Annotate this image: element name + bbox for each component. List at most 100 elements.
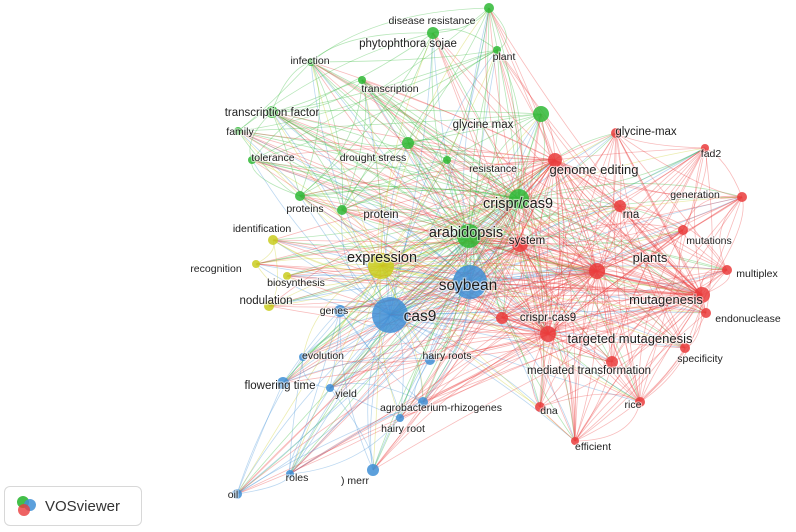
link-dna-rice <box>539 393 641 408</box>
node-hairy-roots[interactable] <box>425 355 435 365</box>
link-resistance-tolerance <box>251 159 448 170</box>
link-genome-editing-mediated-transformation <box>554 159 613 363</box>
node-infection[interactable] <box>307 58 315 66</box>
link-targeted-mutagenesis-glycine-max <box>531 113 549 335</box>
node-genes[interactable] <box>334 305 346 317</box>
link-expression-endonuclease <box>380 265 707 314</box>
link-expression-transcription <box>361 79 382 267</box>
link-evolution-oil <box>236 356 304 495</box>
node-rice[interactable] <box>635 397 645 407</box>
link-plant-tolerance <box>251 49 498 161</box>
node-biosynthesis[interactable] <box>283 272 291 280</box>
link-targeted-mutagenesis-recognition <box>255 263 549 335</box>
node-transcription-factor[interactable] <box>266 106 278 118</box>
node-identification[interactable] <box>268 235 278 245</box>
node-agrobacterium-rhizogenes[interactable] <box>418 397 428 407</box>
node-fad2[interactable] <box>701 144 709 152</box>
node-genome-editing[interactable] <box>548 153 562 167</box>
node-evolution[interactable] <box>299 353 307 361</box>
label-drought-stress: drought stress <box>340 152 407 164</box>
link-crispr-cas9-infection <box>310 61 520 200</box>
node-drought-stress[interactable] <box>402 137 414 149</box>
link-fad2-targeted-mutagenesis <box>547 147 706 335</box>
link-system-protein <box>341 209 521 245</box>
link-expression-glycine-max-2 <box>380 132 617 267</box>
node-multiplex[interactable] <box>722 265 732 275</box>
node-dna[interactable] <box>535 402 545 412</box>
node-proteins[interactable] <box>295 191 305 201</box>
node-glycine-max-2[interactable] <box>611 128 621 138</box>
node-generation[interactable] <box>737 192 747 202</box>
node-mutagenesis[interactable] <box>694 287 710 303</box>
link-arabidopsis-oil <box>236 235 470 495</box>
node-efficient[interactable] <box>571 437 579 445</box>
link-cas9-dna <box>389 314 541 408</box>
link-crispr-cas9-2-multiplex <box>501 269 728 319</box>
node-crispr-cas9-2[interactable] <box>496 312 508 324</box>
node-plants[interactable] <box>589 263 605 279</box>
node-family[interactable] <box>234 127 242 135</box>
node-recognition[interactable] <box>252 260 260 268</box>
link-glycine-max-2-multiplex <box>615 132 728 271</box>
node-cas9[interactable] <box>372 297 408 333</box>
link-expression-hairy-root <box>378 265 401 419</box>
node-disease-resistance[interactable] <box>484 3 494 13</box>
link-system-specificity <box>519 243 686 349</box>
link-plants-infection <box>310 61 598 272</box>
link-genome-editing-nodulation <box>268 159 556 307</box>
link-genome-editing-rice <box>554 159 641 403</box>
label-crispr-cas9: crispr/cas9 <box>483 196 553 212</box>
node-transcription[interactable] <box>358 76 366 84</box>
link-system-infection <box>310 61 521 245</box>
link-agrobacterium-rhizogenes-yield <box>329 383 424 403</box>
node-yield[interactable] <box>326 384 334 392</box>
node-mediated-transformation[interactable] <box>606 356 618 368</box>
node-nodulation[interactable] <box>264 301 274 311</box>
node-tolerance[interactable] <box>248 156 256 164</box>
link-drought-stress-plant <box>407 49 498 144</box>
link-expression-phytophthora-sojae <box>380 32 434 267</box>
label-yield: yield <box>335 388 357 400</box>
node-rna[interactable] <box>614 200 626 212</box>
link-drought-stress-resistance <box>407 139 448 161</box>
link-plants-transcription <box>361 79 598 272</box>
node-mutations[interactable] <box>678 225 688 235</box>
link-crispr-cas9-recognition <box>255 198 520 265</box>
node-crispr-cas9[interactable] <box>509 189 529 209</box>
link-efficient-genome-editing <box>554 159 576 442</box>
link-targeted-mutagenesis-evolution <box>302 333 549 363</box>
node-hairy-root[interactable] <box>396 414 404 422</box>
node-protein[interactable] <box>337 205 347 215</box>
node-specificity[interactable] <box>680 343 690 353</box>
link-crispr-cas9-2-specificity <box>501 317 686 349</box>
link-mutagenesis-tolerance <box>251 159 703 296</box>
link-expression-disease-resistance <box>380 7 490 267</box>
link-soybean-transcription <box>361 79 471 283</box>
node-phytophthora-sojae[interactable] <box>427 27 439 39</box>
node-merr[interactable] <box>367 464 379 476</box>
node-arabidopsis[interactable] <box>457 224 481 248</box>
link-arabidopsis-hairy-root <box>399 235 470 419</box>
node-glycine-max[interactable] <box>533 106 549 122</box>
link-crispr-cas9-crispr-cas9-2 <box>495 198 520 319</box>
label-flowering-time: flowering time <box>245 380 316 392</box>
node-system[interactable] <box>512 236 528 252</box>
link-targeted-mutagenesis-specificity <box>547 333 686 349</box>
link-targeted-mutagenesis-hairy-roots <box>429 333 549 361</box>
node-flowering-time[interactable] <box>277 377 289 389</box>
label-biosynthesis: biosynthesis <box>267 277 325 289</box>
node-resistance[interactable] <box>443 156 451 164</box>
node-soybean[interactable] <box>453 265 487 299</box>
node-expression[interactable] <box>368 253 394 279</box>
link-system-generation <box>519 196 743 245</box>
node-roles[interactable] <box>286 470 294 478</box>
node-endonuclease[interactable] <box>701 308 711 318</box>
node-oil[interactable] <box>232 489 242 499</box>
node-plant[interactable] <box>493 46 501 54</box>
link-infection-protein <box>310 61 343 211</box>
link-system-plant <box>496 49 525 245</box>
label-nodulation: nodulation <box>239 295 292 307</box>
node-targeted-mutagenesis[interactable] <box>540 326 556 342</box>
link-rna-specificity <box>619 205 686 349</box>
